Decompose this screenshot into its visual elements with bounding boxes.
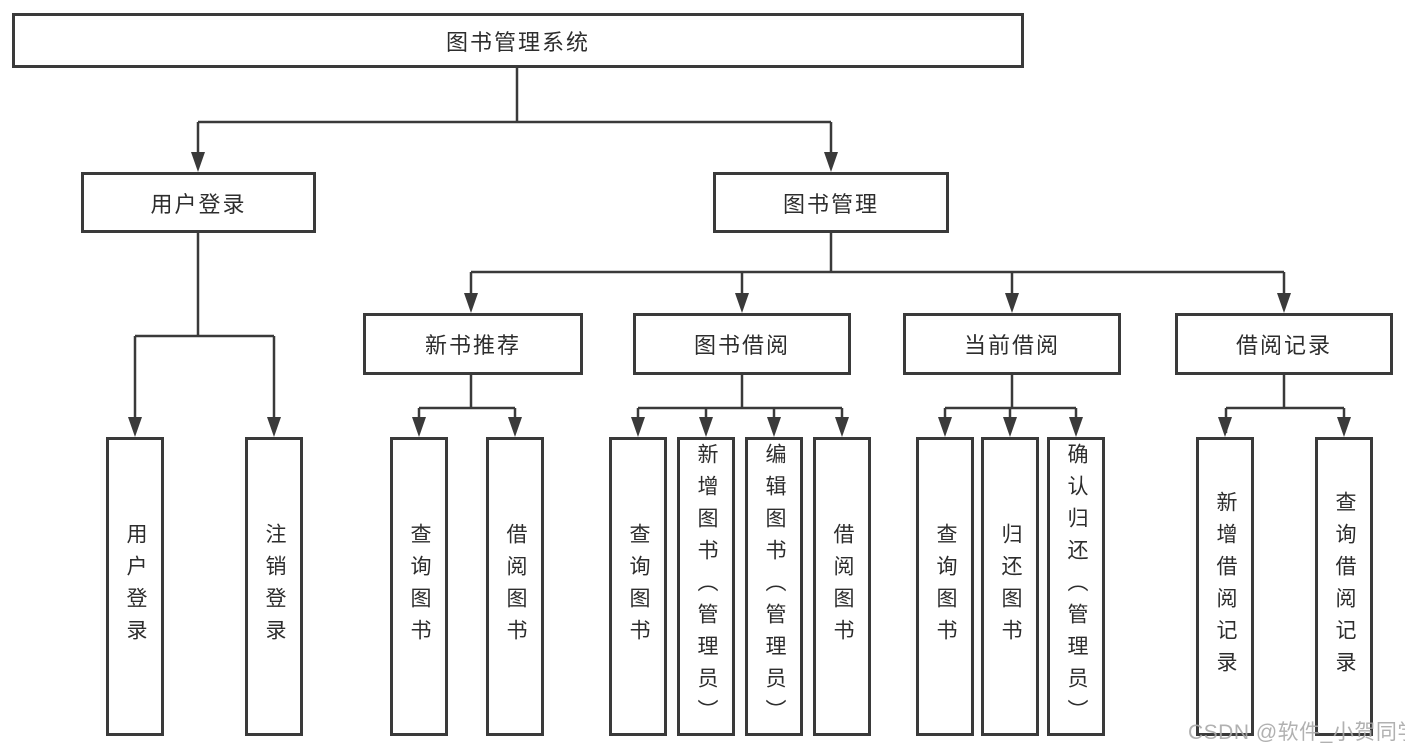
leaf-recommend-query-books: 查询图书 (390, 437, 448, 736)
leaf-user-login: 用户登录 (106, 437, 164, 736)
node-current-borrowing: 当前借阅 (903, 313, 1121, 375)
arrowheads (128, 152, 1351, 437)
node-book-management: 图书管理 (713, 172, 949, 233)
leaf-add-borrow-record: 新增借阅记录 (1196, 437, 1254, 736)
leaf-return-book: 归还图书 (981, 437, 1039, 736)
csdn-watermark: CSDN @软件_小贺同学 (1188, 721, 1405, 744)
leaf-query-borrow-record: 查询借阅记录 (1315, 437, 1373, 736)
leaf-add-book-admin: 新增图书（管理员） (677, 437, 735, 736)
leaf-borrow-query-books: 查询图书 (609, 437, 667, 736)
leaf-edit-book-admin: 编辑图书（管理员） (745, 437, 803, 736)
node-library-system: 图书管理系统 (12, 13, 1024, 68)
node-new-book-recommend: 新书推荐 (363, 313, 583, 375)
leaf-current-query-books: 查询图书 (916, 437, 974, 736)
node-user-login: 用户登录 (81, 172, 316, 233)
node-borrowing-records: 借阅记录 (1175, 313, 1393, 375)
leaf-recommend-borrow-books: 借阅图书 (486, 437, 544, 736)
leaf-borrow-books: 借阅图书 (813, 437, 871, 736)
leaf-confirm-return-admin: 确认归还（管理员） (1047, 437, 1105, 736)
leaf-logout: 注销登录 (245, 437, 303, 736)
node-book-borrowing: 图书借阅 (633, 313, 851, 375)
